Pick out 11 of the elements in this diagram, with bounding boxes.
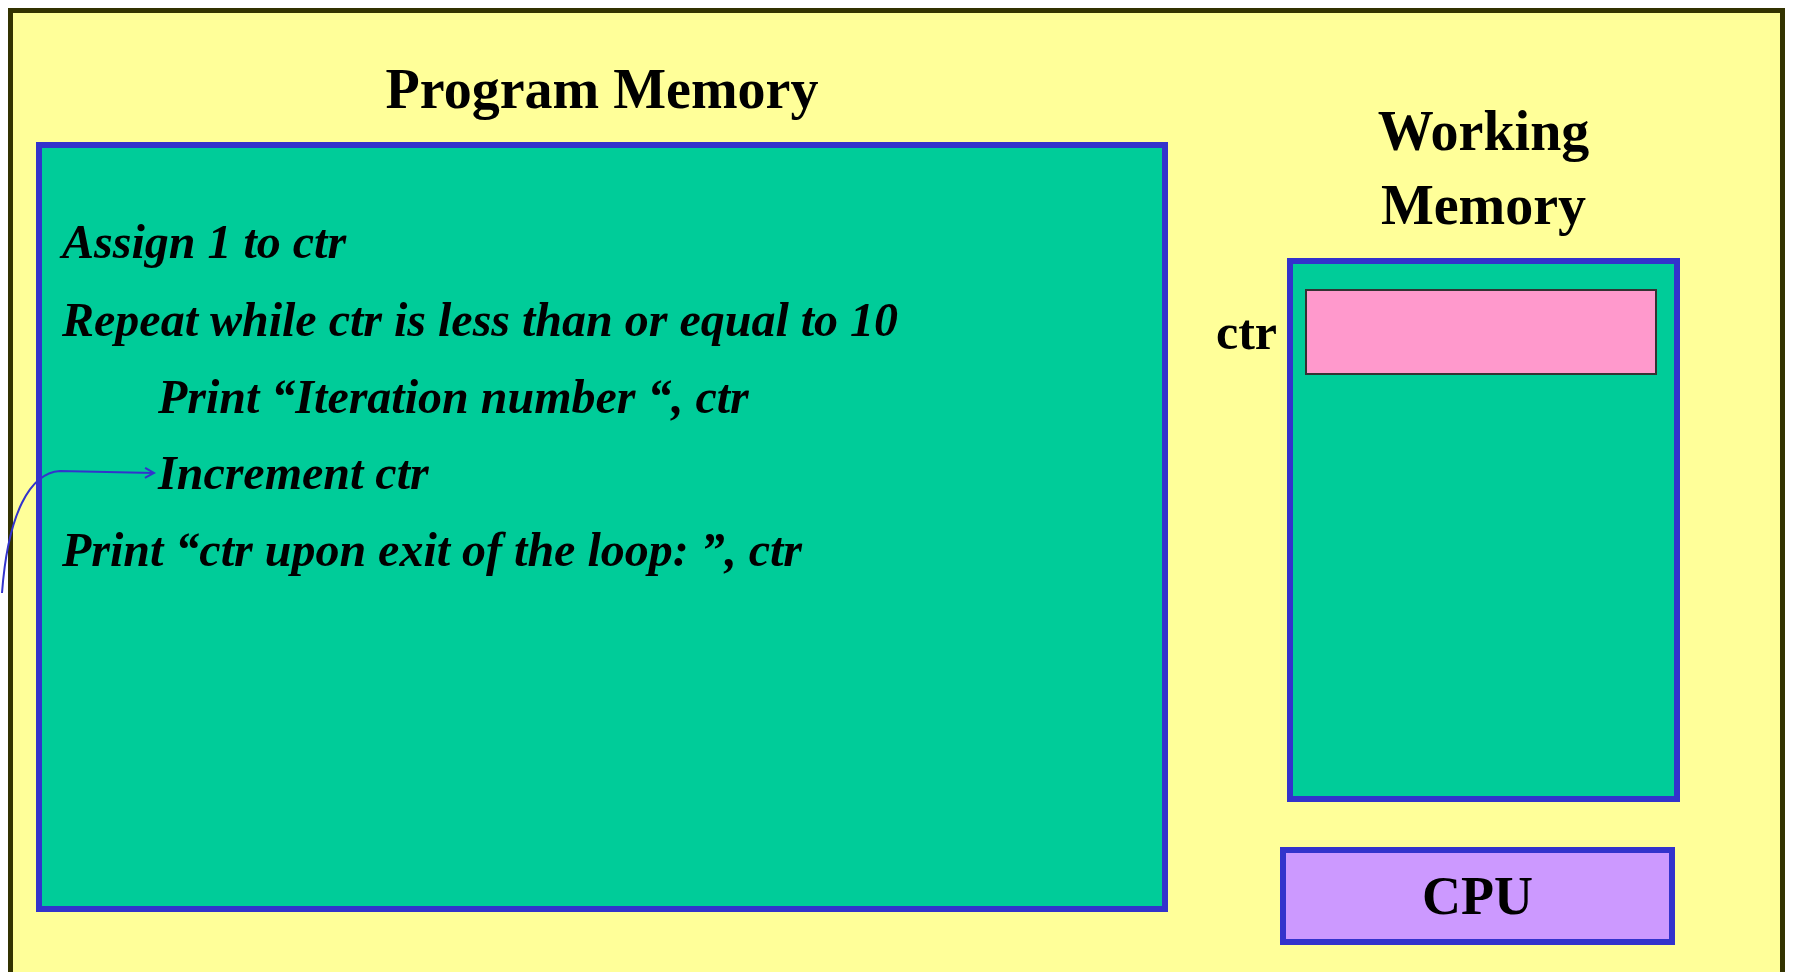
panel-heading: Working Memory xyxy=(1376,99,1591,238)
code-line: Print “ctr upon exit of the loop: ”, ctr xyxy=(62,520,802,580)
cpu-box xyxy=(1280,847,1675,945)
arrow xyxy=(1,466,155,594)
panel-heading: Program Memory xyxy=(384,57,820,122)
variable-label: ctr xyxy=(1215,302,1277,362)
cpu-label: CPU xyxy=(1421,864,1534,928)
outer-panel xyxy=(8,8,1785,972)
code-line: Increment ctr xyxy=(158,443,429,503)
code-line: Print “Iteration number “, ctr xyxy=(158,367,749,427)
code-line: Repeat while ctr is less than or equal to 10 xyxy=(62,290,899,350)
